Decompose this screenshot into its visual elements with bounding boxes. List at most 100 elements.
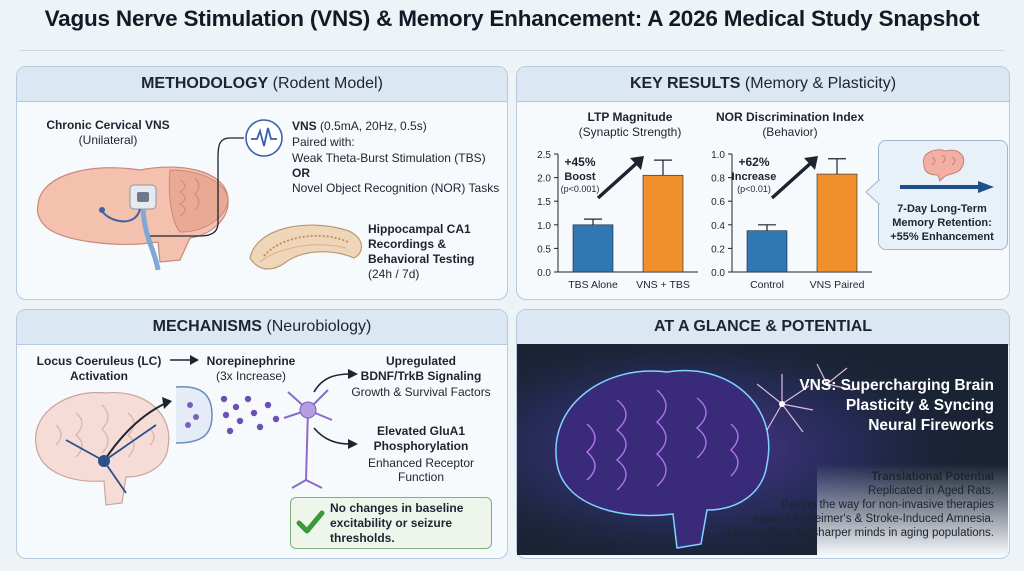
note-line2: excitability or seizure [330,516,453,530]
annotation-arrow [770,160,814,200]
growth-arrow-icon [900,181,994,193]
vns-subtitle: (Unilateral) [78,133,138,147]
x-tick-label: VNS + TBS [636,279,690,291]
results-header-rest: (Memory & Plasticity) [740,75,897,92]
vns-params: VNS (0.5mA, 20Hz, 0.5s) [292,119,502,134]
y-tick-label: 1.0 [537,221,551,232]
hippocampus-icon [249,224,363,270]
lc-line2: Activation [69,369,128,383]
checkmark-icon [296,510,325,534]
tp-line1: Replicated in Aged Rats. [868,485,994,497]
synapse-icon [175,386,280,444]
brain-icon [922,149,965,182]
bdnf-line2: BDNF/TrkB Signaling [360,369,482,383]
results-header-bold: KEY RESULTS [629,75,741,92]
waveform-icon [245,119,283,157]
bar [816,173,858,273]
bdnf-line3: Growth & Survival Factors [351,385,491,399]
page-title: Vagus Nerve Stimulation (VNS) & Memory E… [44,6,980,31]
annotation-label: Increase [732,171,777,183]
x-tick-label: VNS Paired [810,279,865,291]
y-tick-label: 0.0 [537,268,551,279]
or-label: OR [292,166,310,180]
nor-chart-title: NOR Discrimination Index [715,110,865,124]
y-tick-label: 0.8 [711,174,725,185]
bdnf-line1: Upregulated [385,354,456,368]
mechanisms-header-bold: MECHANISMS [152,318,262,335]
bar [642,174,684,273]
note-line3: thresholds. [330,531,395,545]
x-tick-label: TBS Alone [568,279,618,291]
note-line1: No changes in baseline [330,501,464,515]
tp-line4: Igniting hope for sharper minds in aging… [726,527,994,539]
y-tick-label: 0.5 [537,244,551,255]
glance-tagline-2: Plasticity & Syncing [845,397,994,414]
y-tick-label: 0.2 [711,244,725,255]
bar [572,224,614,273]
y-tick-label: 1.5 [537,197,551,208]
recordings-line2: Recordings & [368,237,447,251]
vns-params-bold: VNS [292,119,317,133]
glowing-brain-icon [517,344,1008,555]
translational-potential: Translational Potential Replicated in Ag… [654,470,994,540]
ltp-chart-title: LTP Magnitude [587,110,673,124]
connector-line [150,137,244,237]
x-tick-label: Control [750,279,784,291]
y-tick-label: 0.6 [711,197,725,208]
recordings-line3: Behavioral Testing [368,252,475,266]
human-brain-icon [35,391,172,506]
annotation-arrow [596,160,640,200]
lc-line1: Locus Coeruleus (LC) [36,354,162,368]
annotation-label: Boost [564,171,596,183]
annotation-value: +45% [564,155,595,169]
paired-label: Paired with: [292,135,355,149]
glance-header: AT A GLANCE & POTENTIAL [517,310,1009,345]
y-tick-label: 1.0 [711,150,725,161]
neuron-icon [283,389,333,489]
callout-line3: +55% Enhancement [890,231,994,243]
glance-tagline-1: VNS: Supercharging Brain [799,377,994,394]
vns-params-rest: (0.5mA, 20Hz, 0.5s) [316,119,427,133]
annotation-arrowhead [804,156,818,170]
annotation-value: +62% [738,155,769,169]
callout-line1: 7-Day Long-Term [897,203,987,215]
tbs-label: Weak Theta-Burst Stimulation (TBS) [292,151,486,165]
glu-line2: Phosphorylation [373,439,469,453]
rat-brain-icon [36,166,229,271]
nor-chart-subtitle: (Behavior) [762,125,818,139]
tp-title: Translational Potential [871,471,994,483]
ne-line1: Norepinephrine [206,354,296,368]
y-tick-label: 2.0 [537,174,551,185]
vns-title: Chronic Cervical VNS [46,118,170,132]
callout-pointer [865,178,880,206]
callout-line2: Memory Retention: [892,217,992,229]
mechanisms-header-rest: (Neurobiology) [261,318,372,335]
methodology-header-rest: (Rodent Model) [268,75,383,92]
glu-line4: Function [397,470,445,484]
glance-header-text: AT A GLANCE & POTENTIAL [653,318,873,335]
safety-note [290,497,492,549]
annotation-p: (p<0.01) [737,184,771,194]
results-header: KEY RESULTS (Memory & Plasticity) [517,67,1009,102]
tp-line2: Paving the way for non-invasive therapie… [781,499,994,511]
glu-line1: Elevated GluA1 [376,424,466,438]
annotation-arrowhead [630,156,644,170]
y-tick-label: 0.4 [711,221,725,232]
nor-label: Novel Object Recognition (NOR) Tasks [292,181,500,195]
mechanism-arrows [313,369,358,449]
bar [746,230,788,273]
ltp-chart-subtitle: (Synaptic Strength) [578,125,682,139]
y-tick-label: 2.5 [537,150,551,161]
glance-tagline: VNS: Supercharging Brain Plasticity & Sy… [774,376,994,436]
glu-line3: Enhanced Receptor [367,456,475,470]
lc-arrow [170,355,199,365]
annotation-p: (p<0.001) [561,184,600,194]
methodology-header: METHODOLOGY (Rodent Model) [17,67,507,102]
ne-line2: (3x Increase) [215,369,287,383]
mechanisms-header: MECHANISMS (Neurobiology) [17,310,507,345]
recordings-line1: Hippocampal CA1 [368,222,471,236]
methodology-header-bold: METHODOLOGY [141,75,269,92]
y-tick-label: 0.0 [711,268,725,279]
